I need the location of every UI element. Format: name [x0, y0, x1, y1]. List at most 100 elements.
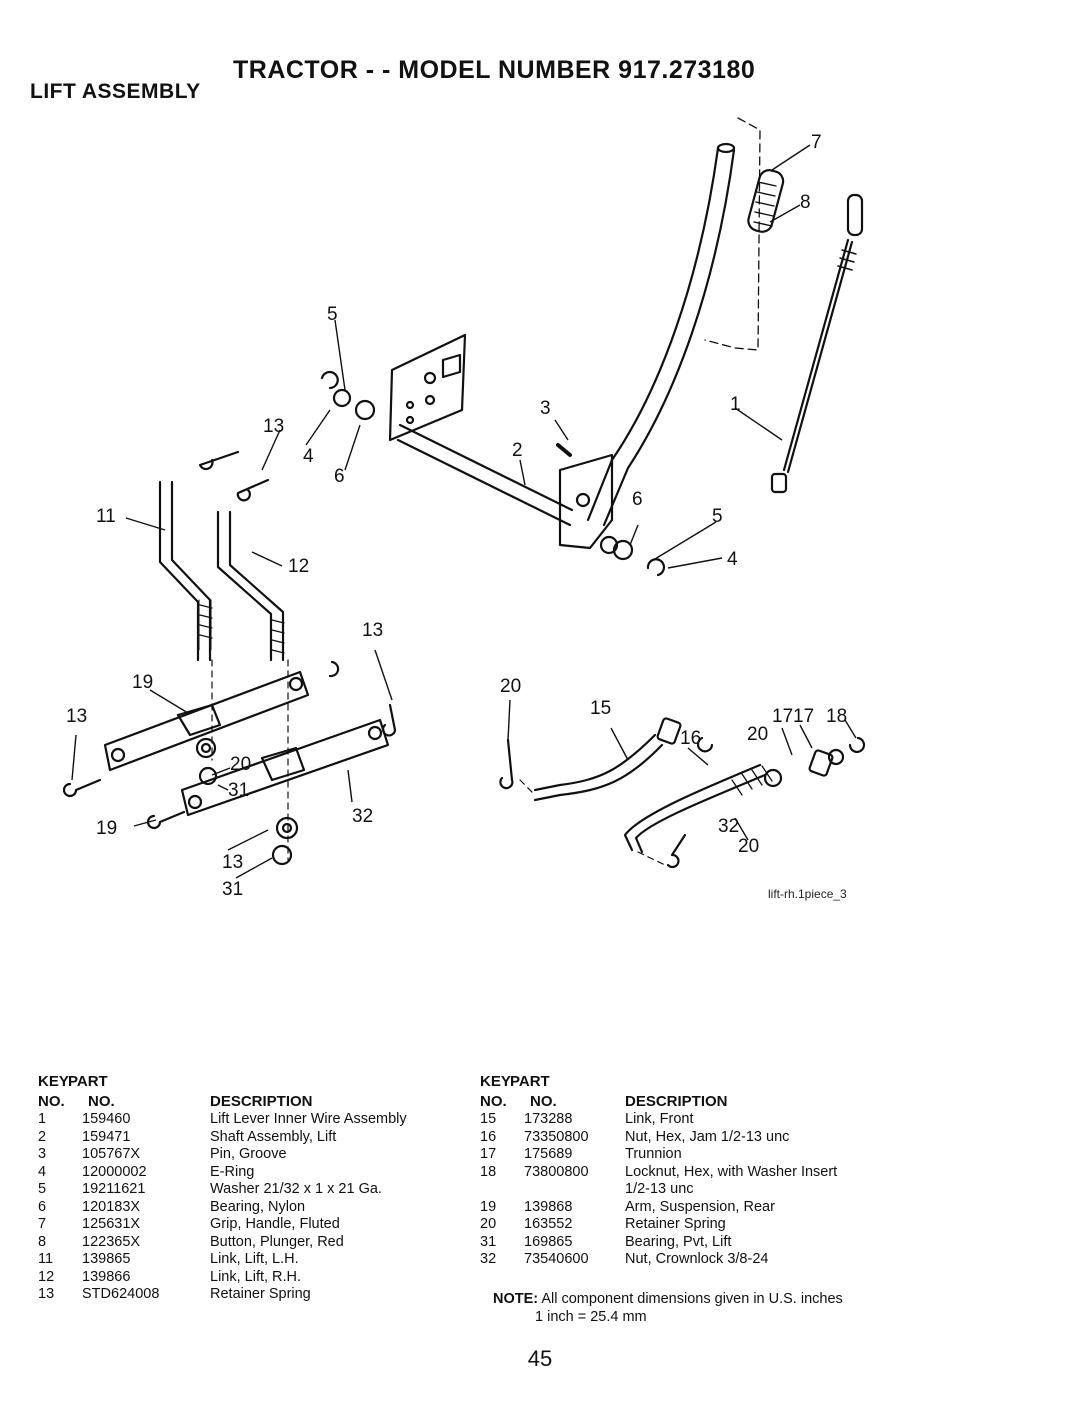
trunnion [808, 749, 834, 777]
suspension-arm-upper [103, 670, 310, 772]
key-number: 20 [480, 1216, 497, 1232]
figure-id: lift-rh.1piece_3 [768, 887, 847, 901]
table-row: 20 163552 Retainer Spring [480, 1216, 900, 1234]
key-number: 19 [480, 1198, 497, 1215]
header-key: KEY [480, 1073, 511, 1090]
callout-13b: 13 [362, 620, 383, 641]
header-description: DESCRIPTION [210, 1093, 313, 1110]
part-number: 122365X [82, 1233, 141, 1250]
callout-19: 19 [132, 672, 153, 693]
header-no: NO. [38, 1093, 65, 1110]
lift-shaft-edge [396, 438, 572, 527]
e-ring-left [320, 370, 339, 390]
front-link-2 [623, 763, 762, 852]
note: NOTE: All component dimensions given in … [493, 1290, 843, 1326]
callout-20c: 16 [680, 728, 701, 749]
inner-wire [782, 238, 850, 472]
callout-18: 17 [793, 706, 814, 727]
key-number: 31 [480, 1233, 497, 1250]
grip-handle [747, 169, 785, 233]
washer-right [612, 539, 634, 561]
header-no-2: NO. [530, 1093, 557, 1110]
header-description: DESCRIPTION [625, 1093, 728, 1110]
key-number: 17 [480, 1146, 497, 1162]
callout-11: 11 [96, 506, 116, 527]
suspension-arm-lower [180, 718, 390, 817]
callout-4: 4 [303, 446, 314, 467]
part-number: 139866 [82, 1268, 131, 1285]
part-number: 139865 [82, 1251, 131, 1267]
part-description: Locknut, Hex, with Washer Insert [625, 1163, 838, 1180]
front-link [533, 733, 657, 792]
part-number: 105767X [82, 1146, 141, 1162]
part-description: Bearing, Pvt, Lift [625, 1233, 732, 1250]
part-description: Link, Lift, R.H. [210, 1268, 302, 1285]
part-number: 12000002 [82, 1163, 147, 1180]
callout-13: 13 [263, 416, 284, 437]
lift-lever-edge [602, 148, 736, 527]
note-label: NOTE: [493, 1291, 539, 1307]
table-header: KEY PART NO. NO. DESCRIPTION [480, 1073, 900, 1111]
retainer-spring-top-2 [236, 478, 270, 502]
lift-link-rh [228, 510, 285, 662]
e-ring-right [646, 558, 666, 577]
retainer-spring-13a [62, 778, 102, 798]
part-description: E-Ring [210, 1163, 255, 1180]
part-description: Link, Front [625, 1111, 694, 1127]
callout-32b: 31 [222, 879, 243, 900]
part-description: Trunnion [625, 1146, 682, 1162]
callout-15: 15 [590, 698, 611, 719]
section-title: LIFT ASSEMBLY [30, 80, 201, 103]
part-number: 73800800 [524, 1163, 589, 1180]
part-description: Lift Lever Inner Wire Assembly [210, 1111, 407, 1127]
callout-labels: 7 8 5 13 4 6 3 2 1 11 12 6 5 4 13 19 13 … [66, 132, 847, 900]
callout-4b: 4 [727, 549, 738, 570]
nut-upper [198, 766, 218, 786]
header-part: PART [510, 1073, 550, 1090]
part-number: 163552 [524, 1216, 573, 1232]
callout-15b: 20 [738, 836, 759, 857]
lift-lever-end [716, 142, 736, 154]
bearing-left [354, 399, 376, 421]
part-description: Retainer Spring [625, 1216, 726, 1232]
note-conversion: 1 inch = 25.4 mm [535, 1309, 647, 1325]
part-description: 1/2-13 unc [625, 1181, 694, 1197]
callout-12: 12 [288, 556, 309, 577]
shaft-bracket [558, 453, 614, 550]
header-no-2: NO. [88, 1093, 115, 1110]
lift-link-lh [170, 480, 212, 662]
part-description: Washer 21/32 x 1 x 21 Ga. [210, 1181, 382, 1197]
header-part: PART [68, 1073, 108, 1090]
callout-7: 7 [811, 132, 822, 153]
part-number: 120183X [82, 1198, 141, 1215]
part-description: Retainer Spring [210, 1286, 311, 1302]
part-description: Link, Lift, L.H. [210, 1251, 299, 1267]
mounting-plate [388, 333, 467, 442]
retainer-spring-13b [146, 810, 186, 830]
callout-2: 2 [512, 440, 523, 461]
callout-6b: 6 [632, 489, 643, 510]
key-number: 3 [38, 1146, 47, 1162]
callout-32: 31 [228, 780, 249, 801]
bearing-right [599, 535, 619, 555]
callout-5: 5 [327, 304, 338, 325]
trunnion-front [656, 717, 682, 745]
part-number: 19211621 [82, 1181, 146, 1197]
callout-20b: 18 [826, 706, 847, 727]
part-description: Shaft Assembly, Lift [210, 1128, 337, 1145]
part-description: Button, Plunger, Red [210, 1233, 344, 1250]
callout-17: 17 [772, 706, 793, 727]
callout-31b: 13 [222, 852, 243, 873]
lift-lever [586, 146, 720, 522]
key-number: 12 [38, 1268, 55, 1285]
